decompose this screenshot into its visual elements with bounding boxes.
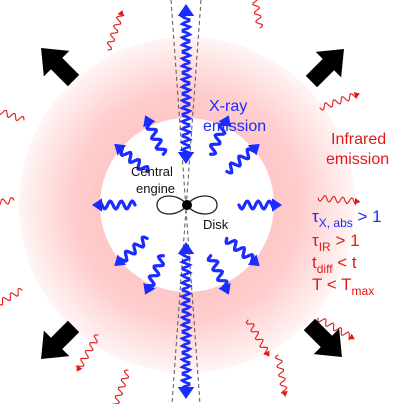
wavy-red-arrow-icon bbox=[0, 196, 15, 210]
thick-black-arrow-icon bbox=[41, 48, 80, 87]
wavy-blue-arrow-icon bbox=[177, 242, 195, 399]
central-engine-dot bbox=[182, 200, 192, 210]
wavy-red-arrow-icon bbox=[0, 103, 25, 122]
wavy-red-arrow-icon bbox=[250, 0, 264, 29]
wavy-blue-arrow-icon bbox=[209, 115, 231, 156]
wavy-red-arrow-icon bbox=[317, 195, 361, 206]
wavy-red-arrow-icon bbox=[111, 369, 130, 404]
condition-t-max: T < Tmax bbox=[312, 275, 374, 298]
thick-black-arrow-icon bbox=[41, 320, 80, 359]
wavy-red-arrow-icon bbox=[106, 10, 125, 51]
beam-cone-lines bbox=[170, 0, 202, 404]
wavy-blue-arrow-icon bbox=[177, 4, 195, 164]
wavy-red-arrow-icon bbox=[75, 334, 99, 372]
central-engine-label: Central engine bbox=[131, 164, 177, 196]
wavy-red-arrow-icon bbox=[245, 319, 270, 357]
wavy-red-arrow-icon bbox=[317, 317, 355, 341]
wavy-blue-arrow-icon bbox=[224, 236, 260, 267]
wavy-red-arrow-icon bbox=[274, 354, 288, 397]
wavy-red-arrow-icon bbox=[0, 287, 23, 310]
thick-black-arrow-icon bbox=[305, 49, 344, 88]
wavy-blue-arrow-icon bbox=[237, 198, 282, 212]
disk-label: Disk bbox=[203, 217, 229, 232]
condition-tau-ir: τIR > 1 bbox=[312, 231, 360, 254]
xray-label: X-ray emission bbox=[203, 98, 266, 135]
wavy-blue-arrow-icon bbox=[143, 115, 168, 156]
condition-t-diff: tdiff < t bbox=[312, 253, 357, 276]
wavy-blue-arrow-icon bbox=[225, 143, 260, 175]
condition-tau-xabs: τX, abs > 1 bbox=[312, 207, 382, 230]
wavy-red-arrow-icon bbox=[319, 92, 360, 111]
wavy-blue-arrow-icon bbox=[114, 143, 150, 174]
infrared-label: Infrared emission bbox=[326, 131, 391, 168]
wavy-blue-arrow-icon bbox=[92, 198, 137, 212]
wavy-blue-arrow-icon bbox=[143, 254, 165, 295]
wavy-blue-arrow-icon bbox=[114, 235, 149, 267]
thick-black-arrow-icon bbox=[303, 318, 342, 357]
wavy-blue-arrow-icon bbox=[206, 254, 231, 295]
